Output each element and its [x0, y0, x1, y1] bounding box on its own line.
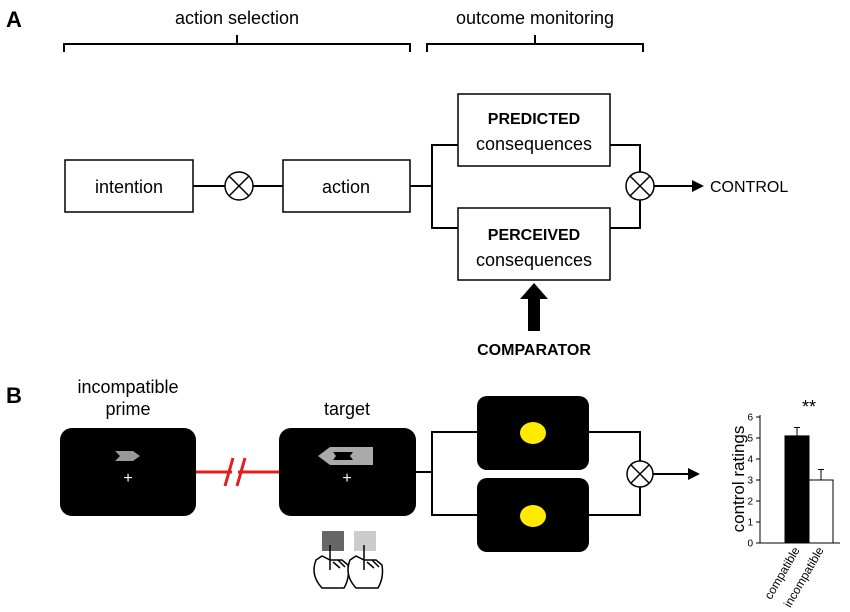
- panel-a-letter: A: [6, 7, 22, 32]
- prime-label-line1: incompatible: [77, 377, 178, 397]
- prime-label-line2: prime: [105, 399, 150, 419]
- predicted-subtitle: consequences: [476, 134, 592, 154]
- y-tick-label: 0: [747, 539, 753, 550]
- y-tick-label: 4: [747, 455, 753, 466]
- right-hand-icon: [347, 545, 384, 589]
- output-arrow-b: [653, 468, 700, 480]
- intention-label: intention: [95, 177, 163, 197]
- comparator-up-arrow: [520, 283, 548, 331]
- branch-connector: [410, 144, 458, 229]
- perceived-consequences-box: [457, 207, 611, 281]
- prime-screen: [60, 428, 196, 516]
- comparator-circle-3: [626, 460, 654, 488]
- left-response-key: [322, 531, 344, 551]
- bracket-action-selection: [63, 35, 411, 52]
- y-axis-label: control ratings: [729, 426, 748, 533]
- predicted-title: PREDICTED: [488, 111, 580, 128]
- target-inner-arrow-icon: [333, 452, 353, 460]
- y-tick-label: 6: [747, 413, 753, 424]
- bar-compatible: [784, 435, 810, 544]
- output-arrow: [654, 180, 704, 192]
- bracket-outcome-monitoring: [426, 35, 644, 52]
- target-fixation-cross: +: [342, 470, 351, 487]
- perceived-subtitle: consequences: [476, 250, 592, 270]
- prime-fixation-cross: +: [123, 470, 132, 487]
- yellow-dot: [520, 505, 546, 527]
- significance-label: **: [802, 397, 816, 417]
- panel-b-letter: B: [6, 383, 22, 408]
- target-screen: [279, 428, 416, 516]
- merge-connector: [610, 144, 641, 229]
- bracket-label-outcome-monitoring: outcome monitoring: [456, 8, 614, 28]
- action-label: action: [322, 177, 370, 197]
- yellow-dot: [520, 422, 546, 444]
- branch-connector-b: [416, 431, 477, 516]
- control-ratings-chart: control ratings ** 0123456compatibleinco…: [729, 397, 840, 610]
- y-tick-label: 1: [747, 518, 753, 529]
- bracket-label-action-selection: action selection: [175, 8, 299, 28]
- comparator-circle-2: [625, 171, 655, 201]
- break-gap: [232, 468, 238, 476]
- control-label: CONTROL: [710, 179, 788, 196]
- y-tick-label: 5: [747, 434, 753, 445]
- comparator-circle-1: [224, 171, 254, 201]
- y-tick-label: 3: [747, 476, 753, 487]
- right-response-key: [354, 531, 376, 551]
- perceived-title: PERCEIVED: [488, 227, 580, 244]
- predicted-consequences-box: [457, 93, 611, 167]
- target-label: target: [324, 399, 370, 419]
- comparator-label: COMPARATOR: [477, 342, 591, 359]
- y-tick-label: 2: [747, 497, 753, 508]
- action-box: [282, 159, 411, 213]
- merge-connector-b: [589, 431, 641, 516]
- left-hand-icon: [313, 545, 350, 589]
- intention-box: [64, 159, 194, 213]
- bar-incompatible: [808, 479, 834, 544]
- prime-arrow-icon: [115, 451, 140, 461]
